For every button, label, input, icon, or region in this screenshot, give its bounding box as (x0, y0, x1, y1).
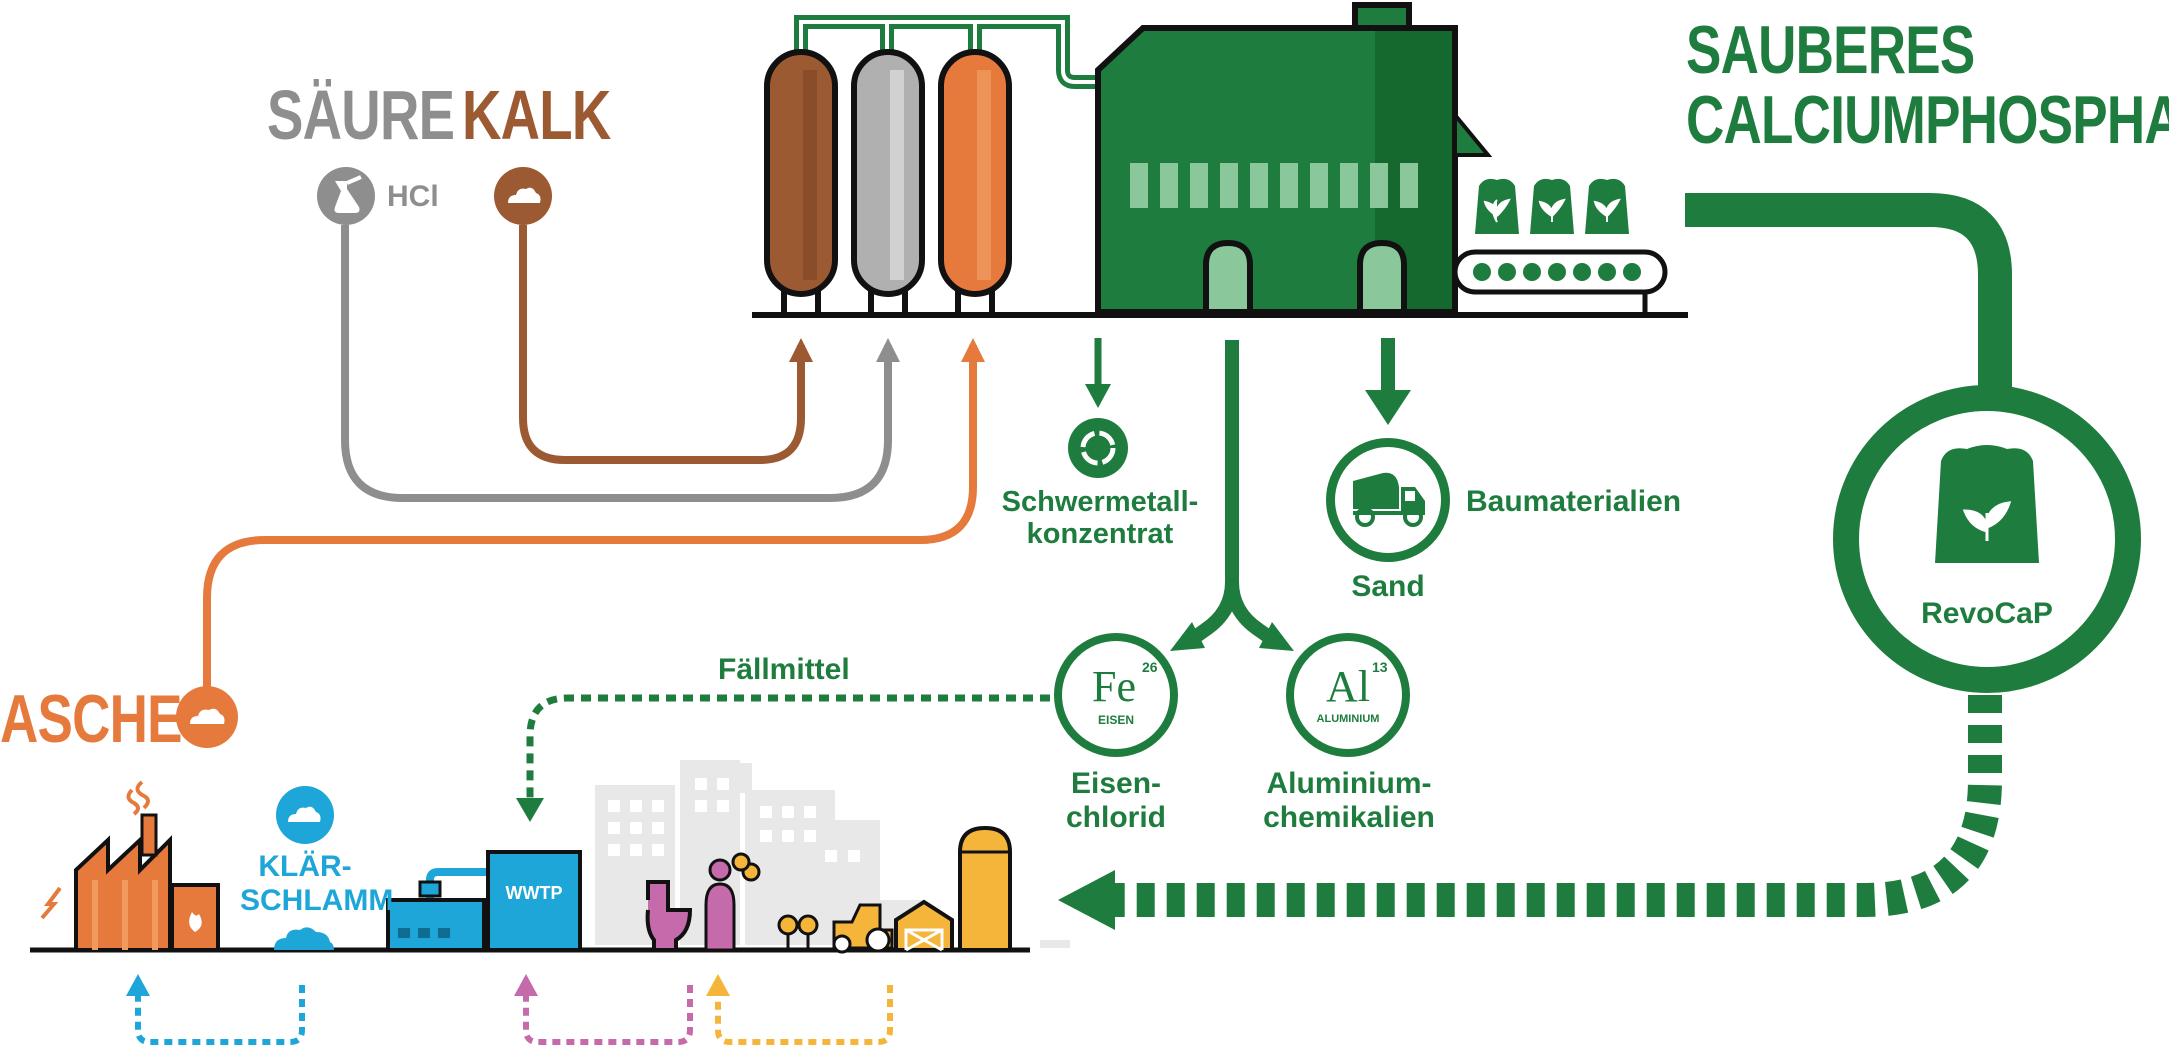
agriculture-loop-arrow (706, 974, 893, 1045)
lime-pipe (519, 225, 813, 464)
iron-symbol: Fe (1092, 662, 1136, 711)
product-return-loop (1058, 193, 2012, 930)
processing-plant (1095, 2, 1493, 315)
iron-name: EISEN (1097, 713, 1134, 727)
storage-tanks (764, 15, 1108, 315)
ash-pipe (203, 338, 985, 690)
acid-title: SÄURE (267, 76, 455, 154)
cement-truck-icon (1353, 472, 1425, 527)
sludge-loop-arrow (126, 974, 305, 1045)
wastewater-loop-arrow (514, 974, 693, 1045)
aluminium-element-badge: Al 13 ALUMINIUM (1286, 633, 1410, 757)
sludge-pile-icon (274, 927, 334, 950)
iron-chloride-line2: chlorid (1065, 800, 1166, 834)
agriculture-farm (777, 825, 1012, 954)
household-toilet-person (645, 852, 761, 952)
hcl-formula: HCl (387, 180, 439, 213)
flask-icon (317, 167, 375, 225)
sludge-drop-icon (276, 786, 334, 844)
precipitant-label: Fällmittel (718, 653, 850, 686)
iron-number: 26 (1142, 659, 1158, 675)
aluminium-chemicals-label: Aluminium- chemikalien (1238, 767, 1460, 834)
product-title-line2: CALCIUMPHOSPHAT (1686, 82, 2169, 158)
iron-chloride-label: Eisen- chlorid (1016, 767, 1216, 834)
sludge-line1: KLÄR- (258, 850, 352, 883)
ash-powder-icon (176, 686, 238, 748)
revocap-label: RevoCaP (1921, 597, 2053, 630)
building-materials-label: Baumaterialien (1466, 485, 1682, 518)
conveyor-belt (1452, 249, 1668, 312)
ash-title: ASCHE (0, 681, 183, 757)
iron-chloride-line1: Eisen- (1070, 767, 1162, 800)
fertilizer-bag-icon (1935, 445, 2039, 563)
aluminium-chemicals-line1: Aluminium- (1266, 767, 1432, 800)
heavy-metal-label: Schwermetall- konzentrat (985, 486, 1215, 551)
recycle-icon (1068, 418, 1128, 478)
acid-pipe (341, 225, 900, 502)
sand-label: Sand (1351, 570, 1425, 603)
metals-split-arrow (1170, 340, 1294, 651)
heavy-metal-line1: Schwermetall- (1001, 486, 1199, 518)
aluminium-chemicals-line2: chemikalien (1263, 800, 1435, 834)
lime-title: KALK (462, 76, 611, 154)
revocap-circle: RevoCaP (1833, 385, 2141, 693)
powder-icon (494, 167, 552, 225)
aluminium-name: ALUMINIUM (1316, 713, 1380, 725)
sand-circle (1326, 438, 1450, 562)
sludge-label: KLÄR- SCHLAMM (240, 850, 394, 917)
wwtp-label: WWTP (505, 883, 563, 903)
precipitant-flow (516, 694, 1050, 822)
heavy-metal-arrow (1085, 338, 1111, 408)
aluminium-number: 13 (1372, 659, 1388, 675)
iron-element-badge: Fe 26 EISEN (1054, 633, 1178, 757)
product-title-line1: SAUBERES (1686, 12, 1975, 88)
incineration-plant (40, 780, 220, 952)
aluminium-symbol: Al (1326, 662, 1370, 711)
heavy-metal-line2: konzentrat (1026, 518, 1174, 551)
product-bags (1475, 178, 1629, 234)
sand-arrow (1365, 338, 1411, 425)
wastewater-plant (386, 850, 582, 952)
sludge-line2: SCHLAMM (240, 883, 394, 917)
